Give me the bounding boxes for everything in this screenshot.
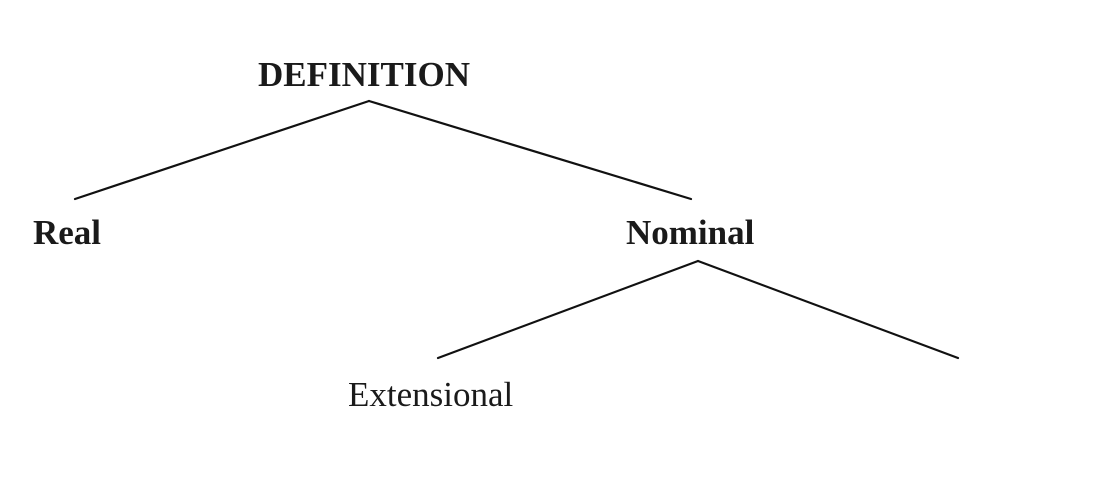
edge-definition-real xyxy=(73,99,371,201)
edge-definition-nominal xyxy=(367,99,693,201)
root-node-label: DEFINITION xyxy=(258,55,470,94)
real-node-label: Real xyxy=(33,213,102,252)
edge-nominal-extensional xyxy=(436,259,700,360)
nominal-node-label: Nominal xyxy=(626,213,755,252)
extensional-node-label: Extensional xyxy=(348,375,514,414)
edge-nominal-unlabeled xyxy=(696,259,960,360)
